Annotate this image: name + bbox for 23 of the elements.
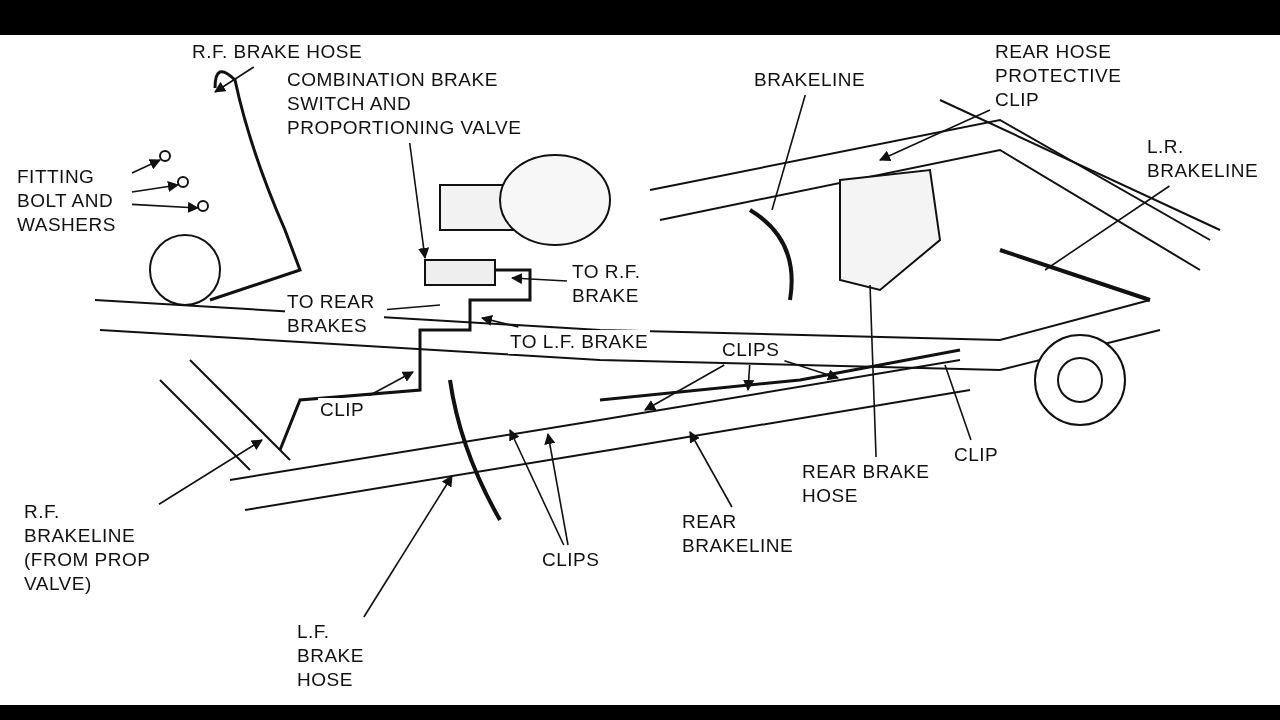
leader-line xyxy=(743,364,755,392)
leader-line xyxy=(644,364,726,411)
leader-line xyxy=(386,304,441,311)
leader-line xyxy=(771,94,807,211)
leader-line xyxy=(131,201,200,214)
leader-line xyxy=(480,315,520,328)
leader-line xyxy=(689,431,733,508)
leader-line xyxy=(879,109,991,161)
leader-line xyxy=(1044,185,1171,271)
leader-line xyxy=(944,364,972,441)
leader-line xyxy=(783,360,840,381)
leader-line xyxy=(368,371,414,397)
leader-line xyxy=(509,429,565,546)
leader-line xyxy=(158,439,263,506)
leader-line xyxy=(869,284,877,458)
part-label: TO L.F. BRAKE xyxy=(508,330,651,354)
leader-line xyxy=(408,142,430,260)
leader-line xyxy=(214,66,255,93)
leader-line xyxy=(510,272,568,285)
leader-line xyxy=(131,180,180,193)
leader-line xyxy=(544,432,569,546)
leader-line xyxy=(131,159,161,174)
leader-line xyxy=(363,475,453,618)
